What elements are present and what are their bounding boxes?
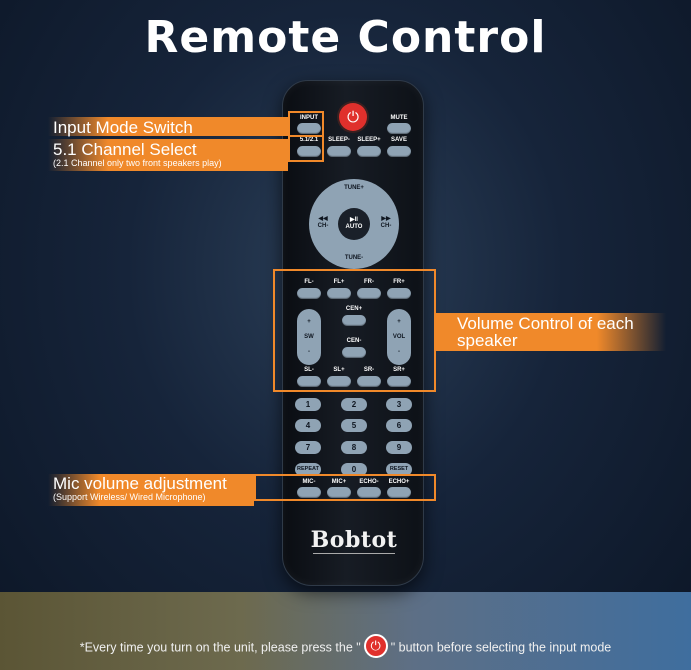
sleep-plus-label: SLEEP+ [357, 137, 381, 143]
sw-pill[interactable]: + SW - [297, 309, 321, 365]
input-label: INPUT [300, 115, 318, 121]
fl-minus-button[interactable] [297, 288, 321, 299]
fl-plus-label: FL+ [333, 279, 345, 285]
auto-label: AUTO [345, 224, 363, 230]
channel-select-callout-sub: (2.1 Channel only two front speakers pla… [53, 158, 222, 168]
brand-logo: Bobtot [310, 527, 398, 553]
mute-label: MUTE [390, 115, 408, 121]
ch-minus-left-label: CH- [317, 223, 329, 229]
reset-button[interactable]: RESET [386, 463, 412, 476]
sl-plus-label: SL+ [333, 367, 345, 373]
vol-minus[interactable]: - [398, 349, 400, 355]
sr-plus-label: SR+ [393, 367, 405, 373]
echo-plus-label: ECHO+ [388, 479, 410, 485]
sl-plus-button[interactable] [327, 376, 351, 387]
mic-callout-sub: (Support Wireless/ Wired Microphone) [53, 492, 206, 502]
mic-minus-label: MIC- [302, 479, 316, 485]
echo-minus-button[interactable] [357, 487, 381, 498]
mic-plus-button[interactable] [327, 487, 351, 498]
tune-minus-label[interactable]: TUNE- [344, 255, 364, 261]
input-mode-callout: Input Mode Switch [53, 118, 193, 137]
ch-minus-right-label: CH- [380, 223, 392, 229]
number-button-6[interactable]: 6 [386, 419, 412, 432]
tune-plus-label[interactable]: TUNE+ [344, 185, 364, 191]
volume-callout-bar [436, 313, 666, 351]
sr-minus-button[interactable] [357, 376, 381, 387]
fr-plus-label: FR+ [393, 279, 405, 285]
fast-forward-icon[interactable]: ▶▶ [381, 216, 391, 222]
mic-callout-bar [48, 474, 254, 506]
footer-text-after: " button before selecting the input mode [390, 640, 612, 655]
fl-minus-label: FL- [304, 279, 314, 285]
auto-button[interactable]: ▶II AUTO [338, 208, 370, 240]
channel-select-label: 5.1/2.1 [299, 137, 319, 143]
sleep-minus-label: SLEEP- [328, 137, 350, 143]
fr-minus-button[interactable] [357, 288, 381, 299]
cen-minus-label: CEN- [346, 338, 362, 344]
echo-minus-label: ECHO- [359, 479, 379, 485]
sleep-plus-button[interactable] [357, 146, 381, 157]
number-button-4[interactable]: 4 [295, 419, 321, 432]
repeat-button[interactable]: REPEAT [295, 463, 321, 476]
mic-callout: Mic volume adjustment [53, 474, 227, 493]
sr-minus-label: SR- [363, 367, 375, 373]
footer-note: *Every time you turn on the unit, please… [0, 634, 691, 660]
channel-select-callout-bar [48, 139, 288, 171]
number-button-1[interactable]: 1 [295, 398, 321, 411]
sl-minus-button[interactable] [297, 376, 321, 387]
save-label: SAVE [391, 137, 407, 143]
sw-label: SW [304, 334, 314, 340]
cen-plus-label: CEN+ [345, 306, 363, 312]
save-button[interactable] [387, 146, 411, 157]
sl-minus-label: SL- [304, 367, 314, 373]
brand-underline [313, 553, 395, 554]
fl-plus-button[interactable] [327, 288, 351, 299]
volume-callout-line1: Volume Control of each [457, 314, 634, 333]
sleep-minus-button[interactable] [327, 146, 351, 157]
input-highlight [288, 111, 324, 137]
play-pause-icon: ▶II [350, 217, 358, 223]
input-button[interactable] [297, 123, 321, 134]
fr-minus-label: FR- [364, 279, 374, 285]
power-icon: ⏻ [347, 108, 359, 126]
cen-minus-button[interactable] [342, 347, 366, 358]
channel-select-highlight [288, 135, 324, 162]
power-icon-inline [363, 634, 388, 658]
number-button-3[interactable]: 3 [386, 398, 412, 411]
echo-plus-button[interactable] [387, 487, 411, 498]
volume-highlight [273, 269, 436, 392]
number-button-9[interactable]: 9 [386, 441, 412, 454]
input-mode-callout-bar [48, 117, 288, 136]
mic-plus-label: MIC+ [331, 479, 347, 485]
channel-select-button[interactable] [297, 146, 321, 157]
vol-label: VOL [392, 334, 406, 340]
mic-highlight [254, 474, 436, 501]
number-button-7[interactable]: 7 [295, 441, 321, 454]
page-title: Remote Control [144, 12, 547, 63]
fr-plus-button[interactable] [387, 288, 411, 299]
number-button-0[interactable]: 0 [341, 463, 367, 476]
number-button-8[interactable]: 8 [341, 441, 367, 454]
number-button-5[interactable]: 5 [341, 419, 367, 432]
remote-control: INPUT ⏻ MUTE 5.1/2.1 SLEEP- SLEEP+ SAVE … [282, 80, 424, 586]
power-button[interactable]: ⏻ [339, 103, 367, 131]
footer-text-before: *Every time you turn on the unit, please… [79, 640, 361, 655]
sw-plus[interactable]: + [307, 319, 311, 325]
number-button-2[interactable]: 2 [341, 398, 367, 411]
cen-plus-button[interactable] [342, 315, 366, 326]
vol-plus[interactable]: + [397, 319, 401, 325]
volume-callout-line2: speaker [457, 331, 518, 350]
sw-minus[interactable]: - [308, 349, 310, 355]
mute-button[interactable] [387, 123, 411, 134]
channel-select-callout: 5.1 Channel Select [53, 140, 197, 159]
vol-pill[interactable]: + VOL - [387, 309, 411, 365]
dpad[interactable]: TUNE+ TUNE- ◀◀ CH- ▶▶ CH- ▶II AUTO [309, 179, 399, 269]
sr-plus-button[interactable] [387, 376, 411, 387]
rewind-icon[interactable]: ◀◀ [318, 216, 328, 222]
mic-minus-button[interactable] [297, 487, 321, 498]
floor-backdrop [0, 592, 691, 670]
